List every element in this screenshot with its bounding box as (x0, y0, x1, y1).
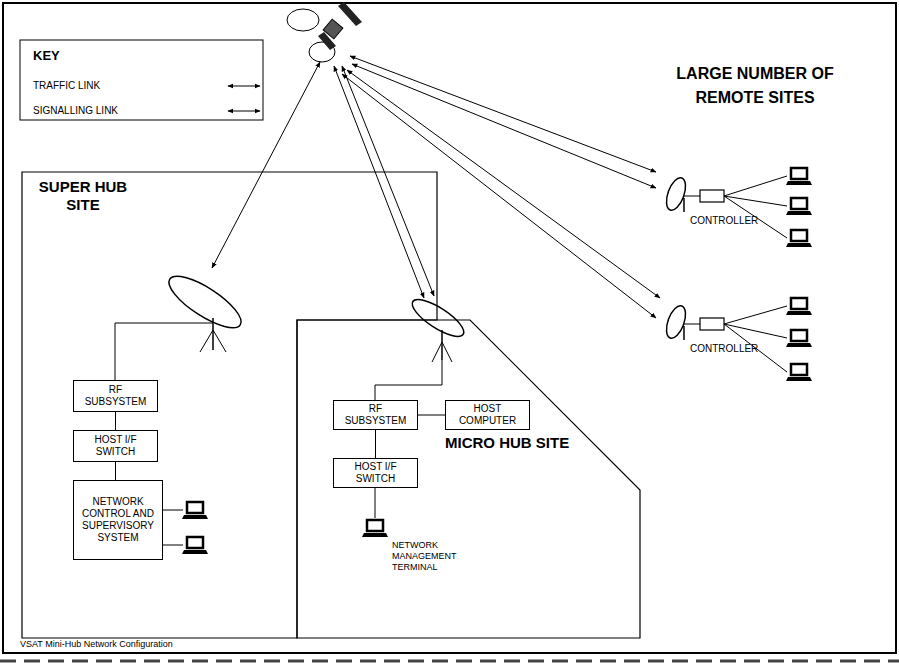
box-label: RF SUBSYSTEM (78, 384, 153, 408)
box-label: RF SUBSYSTEM (338, 403, 413, 427)
site-title: SUPER HUB SITE (28, 178, 138, 214)
process-box: NETWORK CONTROL AND SUPERVISORY SYSTEM (73, 480, 163, 560)
box-text-group: HOST COMPUTER (450, 403, 525, 427)
terminal-label: NETWORK MANAGEMENT TERMINAL (392, 540, 472, 573)
site-title: MICRO HUB SITE (445, 434, 615, 452)
legend-text: TRAFFIC LINK (33, 80, 100, 91)
device-label: CONTROLLER (690, 343, 758, 354)
device-label: CONTROLLER (690, 215, 758, 226)
box-text-group: RF SUBSYSTEM (338, 403, 413, 427)
box-label: NETWORK CONTROL AND SUPERVISORY SYSTEM (78, 496, 158, 544)
key-heading: KEY (33, 48, 60, 63)
legend-text: SIGNALLING LINK (33, 105, 118, 116)
connector (115, 412, 116, 430)
process-box: HOST I/F SWITCH (333, 458, 418, 488)
process-box: RF SUBSYSTEM (73, 380, 158, 412)
remote-site (663, 175, 787, 238)
process-box: RF SUBSYSTEM (333, 400, 418, 430)
satellite-links (212, 56, 660, 318)
terminal-icon (362, 488, 388, 537)
frame (3, 3, 896, 653)
site-region: MICRO HUB SITE RF SUBSYSTEM HOST COMPUTER H… (297, 320, 640, 638)
dish-antenna (115, 267, 248, 380)
box-text-group: NETWORK CONTROL AND SUPERVISORY SYSTEM (78, 496, 158, 544)
process-box: HOST COMPUTER (445, 400, 530, 430)
satellite (287, 2, 362, 62)
box-label: HOST I/F SWITCH (78, 434, 153, 458)
box-text-group: RF SUBSYSTEM (78, 384, 153, 408)
key-box (20, 40, 263, 120)
terminal-icons (163, 502, 208, 554)
box-text-group: HOST I/F SWITCH (338, 461, 413, 485)
box-text-group: HOST I/F SWITCH (78, 434, 153, 458)
connector (115, 462, 116, 480)
remote-site (663, 303, 787, 372)
site-group-label: LARGE NUMBER OF REMOTE SITES (648, 62, 862, 110)
legend-line-sample (224, 79, 264, 93)
decor-dashes (0, 660, 899, 663)
process-box: HOST I/F SWITCH (73, 430, 158, 462)
connector (375, 430, 376, 458)
dish-antenna (375, 293, 469, 400)
box-label: HOST COMPUTER (450, 403, 525, 427)
caption: VSAT Mini-Hub Network Configuration (20, 639, 173, 649)
box-label: HOST I/F SWITCH (338, 461, 413, 485)
legend-line-sample (224, 104, 264, 118)
connector (418, 415, 445, 416)
